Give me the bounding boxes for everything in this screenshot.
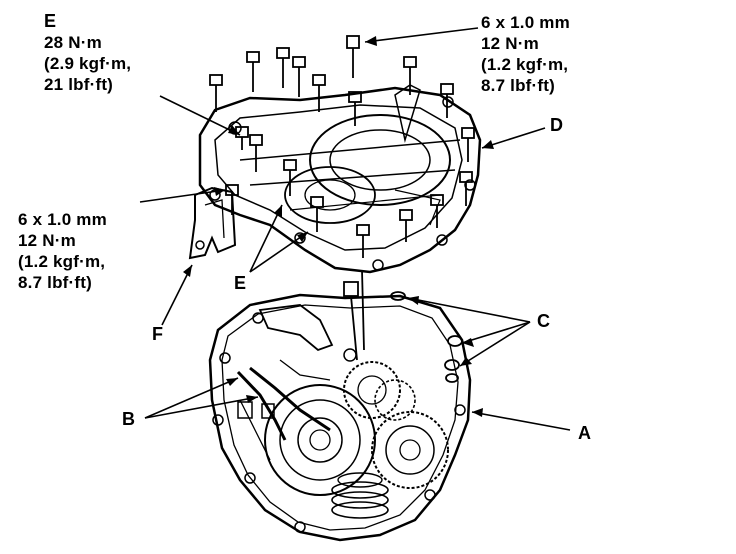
leader-lines (139, 27, 571, 431)
case-bolts (209, 35, 475, 258)
label-e-top-line2: (2.9 kgf·m, (44, 54, 132, 73)
label-bolt-right-line3: (1.2 kgf·m, (481, 55, 569, 74)
label-b: B (122, 409, 136, 429)
label-bolt-right-line4: 8.7 lbf·ft) (481, 76, 555, 95)
clutch-housing (208, 293, 472, 542)
label-e-top-line3: 21 lbf·ft) (44, 75, 114, 94)
label-d: D (550, 115, 564, 135)
arrowheads (183, 36, 494, 417)
transmission-case (198, 84, 482, 274)
label-bolt-right-line1: 6 x 1.0 mm (481, 13, 570, 32)
oil-guide-plate (258, 304, 334, 352)
label-bolt-left-line3: (1.2 kgf·m, (18, 252, 106, 271)
label-bolt-left-line2: 12 N·m (18, 231, 76, 250)
label-bolt-left-line1: 6 x 1.0 mm (18, 210, 107, 229)
label-e-top-line1: 28 N·m (44, 33, 102, 52)
label-f: F (152, 324, 164, 344)
label-e-bottom: E (234, 273, 247, 293)
label-c: C (537, 311, 551, 331)
label-e-top-letter: E (44, 11, 57, 31)
label-bolt-left-line4: 8.7 lbf·ft) (18, 273, 92, 292)
label-a: A (578, 423, 592, 443)
dowel-pins (343, 269, 463, 383)
label-bolt-right-line2: 12 N·m (481, 34, 539, 53)
